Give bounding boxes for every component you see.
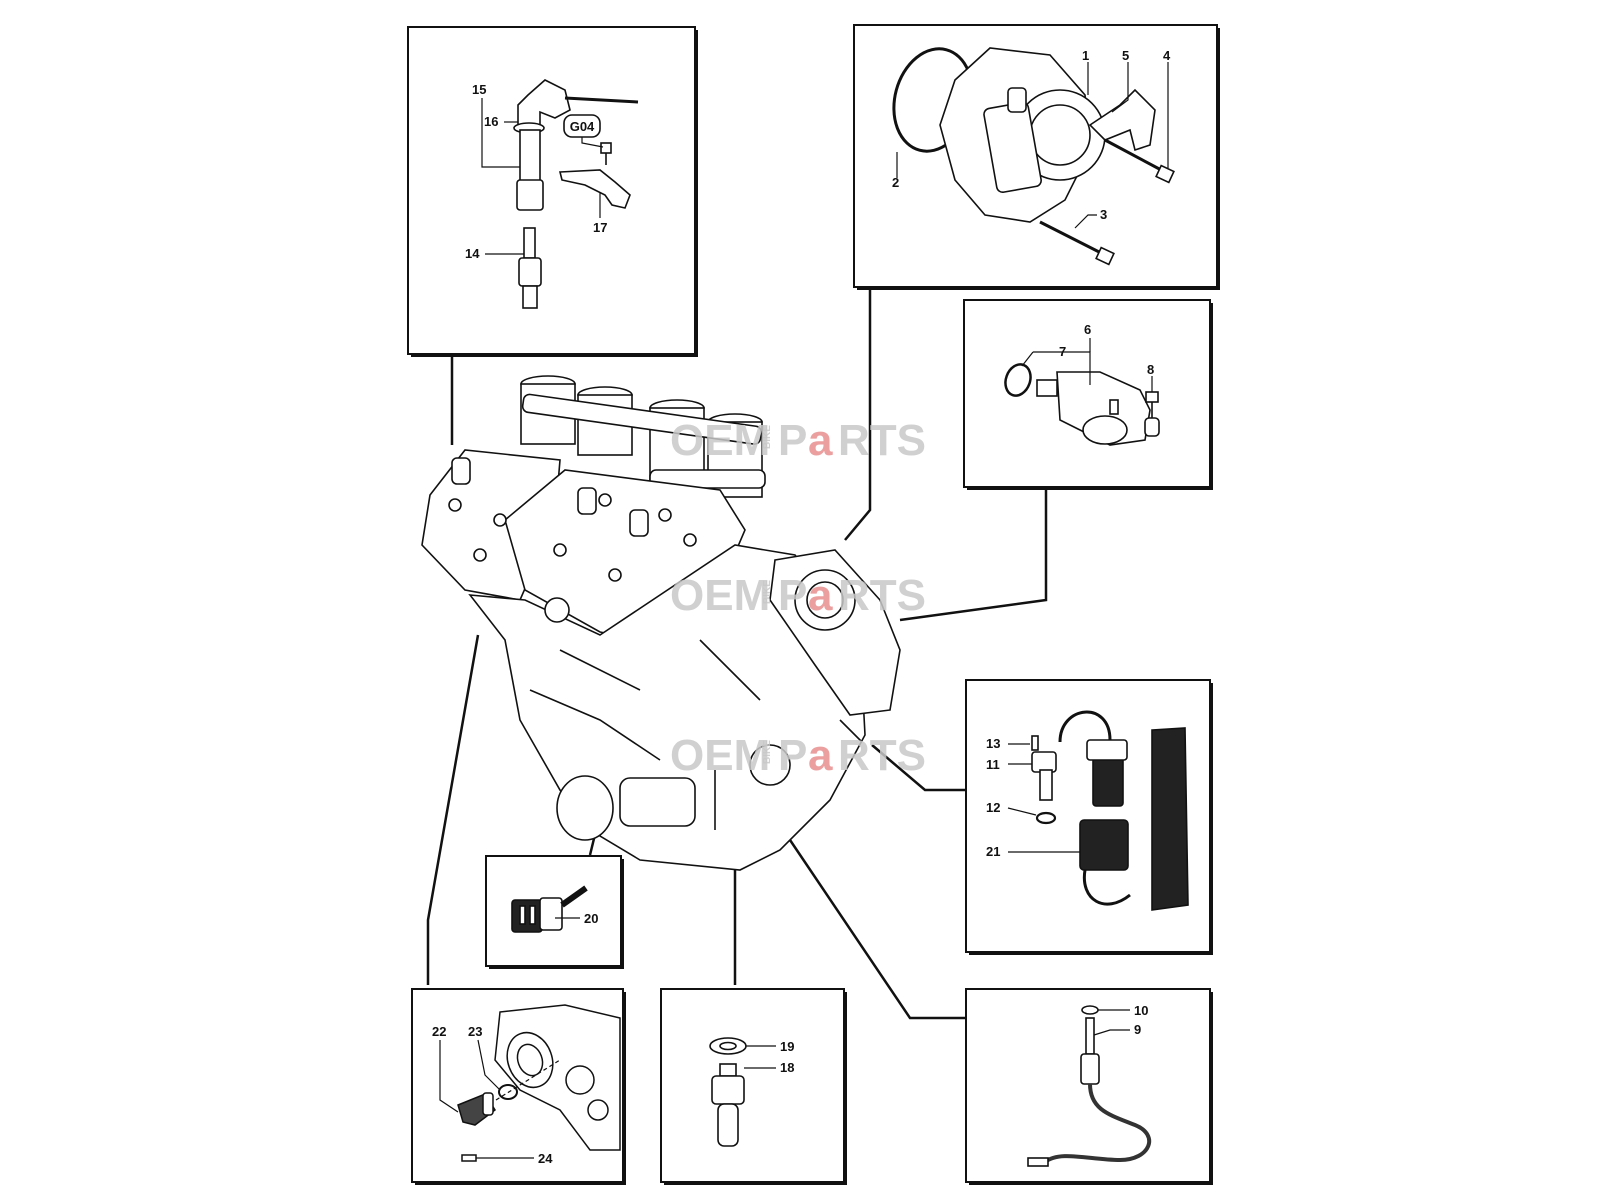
ignition-coil: [517, 79, 571, 129]
sensor-20-plug: [511, 899, 543, 933]
watermark-a: a: [808, 416, 833, 465]
watermark-p: P: [778, 571, 807, 620]
bracket-5: [1088, 88, 1156, 152]
watermark-3: OEM BIKE P a RTS: [670, 731, 926, 780]
callout-14: 14: [465, 246, 480, 261]
callout-20: 20: [584, 911, 598, 926]
box-sensor-18: 19 18: [660, 988, 847, 1185]
callout-22: 22: [432, 1024, 446, 1039]
callout-13: 13: [986, 736, 1000, 751]
spark-plug: [523, 227, 536, 259]
callout-24: 24: [538, 1151, 553, 1166]
callout-9: 9: [1134, 1022, 1141, 1037]
bracket: [558, 169, 631, 209]
watermark-oem: OEM: [670, 416, 770, 465]
callout-5: 5: [1122, 48, 1129, 63]
watermark-oem: OEM: [670, 731, 770, 780]
sensor-11: [1031, 751, 1057, 773]
callout-1: 1: [1082, 48, 1089, 63]
box-alternator: 1 5 4 2 3: [853, 24, 1220, 290]
callout-12: 12: [986, 800, 1000, 815]
callout-16: 16: [484, 114, 498, 129]
starter-motor: [619, 777, 696, 827]
callout-8: 8: [1147, 362, 1154, 377]
oil-filter: [556, 775, 614, 841]
callout-7: 7: [1059, 344, 1066, 359]
callout-6: 6: [1084, 322, 1091, 337]
callout-15: 15: [472, 82, 486, 97]
watermark-bike: BIKE: [762, 425, 773, 449]
box-sensor-22: 22 23 24: [411, 988, 626, 1185]
callout-4: 4: [1163, 48, 1171, 63]
throttle-bodies: [520, 375, 766, 498]
sensor-18: [711, 1075, 745, 1105]
watermark-a: a: [808, 731, 833, 780]
callout-18: 18: [780, 1060, 794, 1075]
g04-label: G04: [570, 119, 595, 134]
connector-21: [1079, 819, 1129, 871]
watermark-p: P: [778, 416, 807, 465]
watermark-p: P: [778, 731, 807, 780]
callout-3: 3: [1100, 207, 1107, 222]
box-starter: 6 7 8: [963, 299, 1213, 490]
watermark-rts: RTS: [838, 416, 926, 465]
engine-assembly: [421, 375, 901, 871]
screw-24: [461, 1154, 477, 1162]
callout-19: 19: [780, 1039, 794, 1054]
box-sensor-harness: 13 11 12 21: [965, 679, 1213, 955]
watermark-2: OEM BIKE P a RTS: [670, 571, 926, 620]
harness-sleeve: [1151, 727, 1189, 911]
box-sensor-9: 10 9: [965, 988, 1213, 1185]
callout-11: 11: [986, 757, 1000, 772]
watermark-rts: RTS: [838, 571, 926, 620]
connector-upper: [1092, 757, 1124, 807]
washer-10: [1081, 1005, 1099, 1015]
watermark-oem: OEM: [670, 571, 770, 620]
callout-10: 10: [1134, 1003, 1148, 1018]
box-ignition: G04 15 16 17 14: [407, 26, 698, 357]
callout-2: 2: [892, 175, 899, 190]
o-ring-12: [1035, 811, 1057, 825]
callout-23: 23: [468, 1024, 482, 1039]
callout-17: 17: [593, 220, 607, 235]
watermark-a: a: [808, 571, 833, 620]
watermark-rts: RTS: [838, 731, 926, 780]
callout-21: 21: [986, 844, 1000, 859]
sensor-9: [1080, 1053, 1100, 1085]
watermark-1: OEM BIKE P a RTS: [670, 416, 926, 465]
box-temp-sensor: 20: [485, 855, 624, 969]
watermark-bike: BIKE: [762, 740, 773, 764]
watermark-bike: BIKE: [762, 580, 773, 604]
